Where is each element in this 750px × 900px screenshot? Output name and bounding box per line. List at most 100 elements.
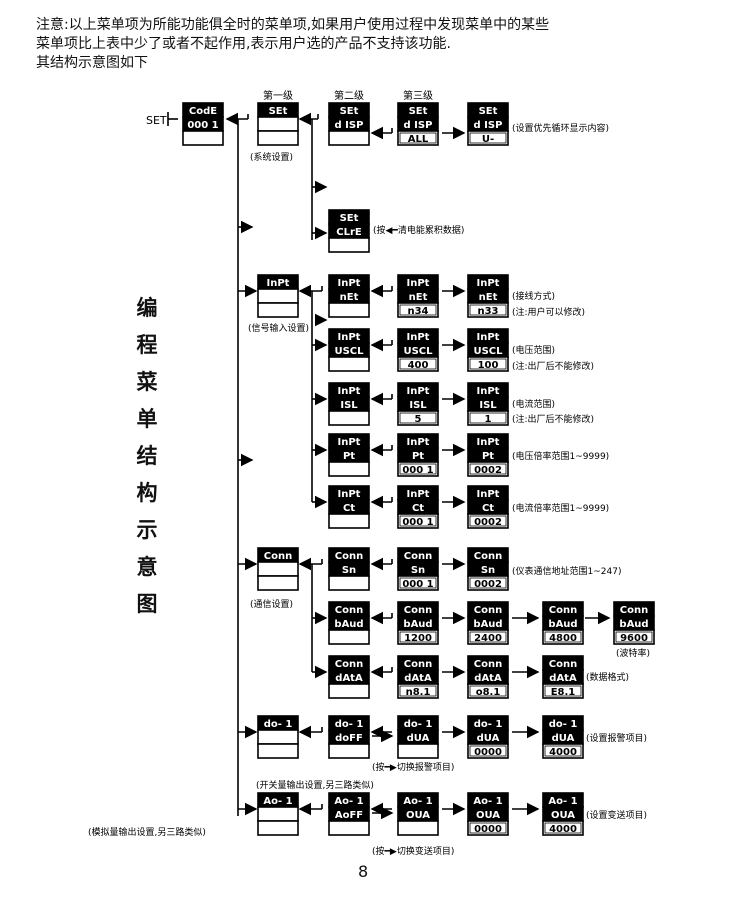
menu-box-text: USCL <box>403 346 433 357</box>
menu-box-text: OUA <box>551 810 575 821</box>
menu-box-text: InPt <box>477 489 500 500</box>
menu-box-text: Sn <box>481 565 495 576</box>
menu-box-text: 000 1 <box>402 465 433 476</box>
level-label: 第三级 <box>403 89 433 102</box>
note-n-baud: (波特率) <box>616 647 650 659</box>
menu-box-text: InPt <box>407 489 430 500</box>
menu-box-text: do- 1 <box>474 719 503 730</box>
menu-box-text: 0000 <box>474 747 502 758</box>
menu-box-text: Conn <box>404 551 432 562</box>
menu-box-text: n8.1 <box>406 687 431 698</box>
menu-box-text: 000 1 <box>402 517 433 528</box>
menu-box-text: ALL <box>408 134 429 145</box>
menu-box-inner <box>544 822 582 834</box>
level-label: 第一级 <box>263 89 293 102</box>
menu-box-l1-ao: Ao- 1 <box>257 792 299 836</box>
menu-box-cell <box>328 302 370 318</box>
note-n-do-sw: (按━▶切换报警项目) <box>372 761 454 773</box>
side-title-char: 图 <box>136 592 158 616</box>
menu-box-cell <box>328 356 370 372</box>
menu-box-inner <box>469 631 507 643</box>
menu-box-inner <box>469 304 507 316</box>
menu-box-text: Conn <box>474 551 502 562</box>
menu-box-inner <box>469 463 507 475</box>
menu-box-inner <box>469 515 507 527</box>
note-n-isl2: (注:出厂后不能修改) <box>512 413 594 425</box>
menu-box-cell <box>328 130 370 146</box>
menu-box-text: dAtA <box>335 673 363 684</box>
menu-box-text: n33 <box>477 306 498 317</box>
note-n-sn: (仪表通信地址范围1~247) <box>512 565 621 577</box>
menu-box-text: CodE <box>189 106 217 117</box>
menu-box-text: d ISP <box>404 120 433 131</box>
menu-box-text: d ISP <box>335 120 364 131</box>
menu-box-text: InPt <box>338 278 361 289</box>
menu-box-text: Conn <box>549 659 577 670</box>
menu-box-text: 4800 <box>549 633 577 644</box>
menu-box-text: InPt <box>338 437 361 448</box>
intro-line: 注意:以上菜单项为所能功能俱全时的菜单项,如果用户使用过程中发现菜单中的某些 <box>36 17 550 33</box>
menu-box-cell <box>257 729 299 745</box>
page-number: 8 <box>358 862 369 881</box>
menu-box-text: Ao- 1 <box>473 796 502 807</box>
menu-box-inner <box>469 685 507 697</box>
menu-box-text: ISL <box>409 400 427 411</box>
menu-box-text: InPt <box>338 332 361 343</box>
menu-box-text: dUA <box>552 733 575 744</box>
menu-box-cell <box>182 130 224 146</box>
menu-box-cell <box>257 743 299 759</box>
menu-box-text: OUA <box>406 810 430 821</box>
menu-box-text: InPt <box>477 278 500 289</box>
side-title-char: 结 <box>136 444 158 468</box>
note-n-clre: (按◀━清电能累积数据) <box>373 224 464 236</box>
menu-box-text: InPt <box>407 437 430 448</box>
menu-box-text: Conn <box>404 605 432 616</box>
menu-box-text: bAud <box>473 619 502 630</box>
note-n-ao-sw: (按━▶切换变送项目) <box>372 845 454 857</box>
menu-box-text: 1200 <box>404 633 432 644</box>
note-n-pt: (电压倍率范围1~9999) <box>512 450 609 462</box>
menu-box-text: dAtA <box>404 673 432 684</box>
menu-box-text: InPt <box>338 489 361 500</box>
note-n-ao: (设置变送项目) <box>586 809 647 821</box>
menu-box-inner <box>469 412 507 424</box>
menu-box-text: CLrE <box>336 227 362 238</box>
menu-box-text: Conn <box>474 659 502 670</box>
menu-box-inner <box>399 515 437 527</box>
side-title-char: 单 <box>136 407 158 431</box>
menu-box-inner <box>469 745 507 757</box>
menu-box-l1-conn: Conn <box>257 547 299 591</box>
menu-box-cell <box>328 237 370 253</box>
menu-box-cell <box>328 461 370 477</box>
menu-box-cell <box>328 820 370 836</box>
menu-box-text: o8.1 <box>476 687 501 698</box>
menu-box-text: bAud <box>334 619 363 630</box>
menu-box-cell <box>328 683 370 699</box>
menu-box-text: InPt <box>338 386 361 397</box>
menu-box-text: SEt <box>340 213 359 224</box>
note-n-ao-out: (模拟量输出设置,另三路类似) <box>88 826 206 838</box>
intro-text: 注意:以上菜单项为所能功能俱全时的菜单项,如果用户使用过程中发现菜单中的某些 菜… <box>36 16 726 73</box>
note-n-net2: (注:用户可以修改) <box>512 306 585 318</box>
side-title-char: 意 <box>136 555 158 579</box>
menu-box-cell <box>328 575 370 591</box>
menu-box-text: Conn <box>335 551 363 562</box>
side-title-char: 构 <box>136 481 158 505</box>
note-n-input: (信号输入设置) <box>248 322 309 334</box>
menu-box-cell <box>328 743 370 759</box>
side-title-char: 示 <box>136 518 158 542</box>
